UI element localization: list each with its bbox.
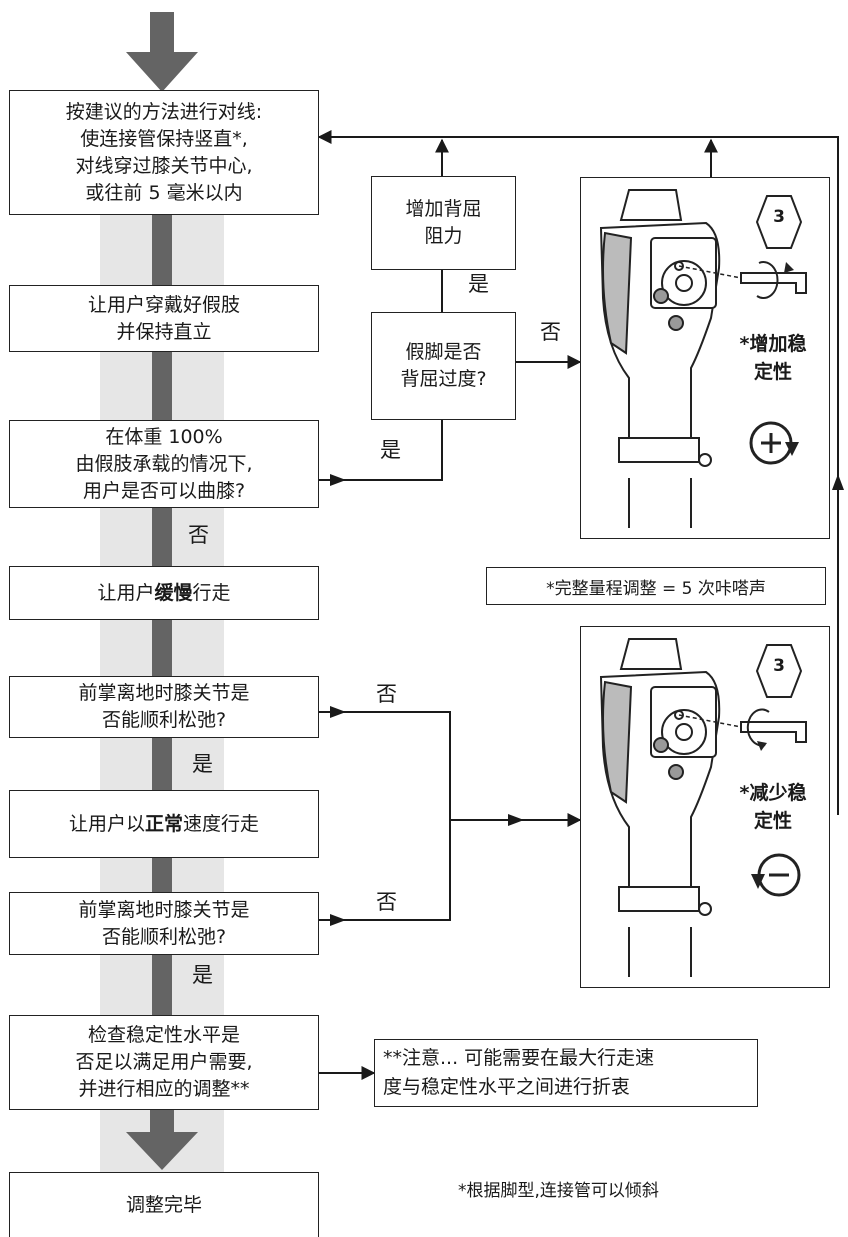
check-line: 否足以满足用户需要, <box>75 1051 253 1073</box>
done-label: 调整完毕 <box>125 1193 202 1216</box>
decrease-label-line: *减少稳 <box>739 782 807 804</box>
stand-line: 让用户穿戴好假肢 <box>87 293 240 316</box>
flex-question: 在体重 100% 由假肢承载的情况下, 用户是否可以曲膝? <box>9 420 319 508</box>
walk-normal-pre: 让用户以 <box>68 812 145 835</box>
dorsi-line: 假脚是否 <box>405 341 482 363</box>
walk-slow-bold: 缓慢 <box>154 581 193 604</box>
align-line: 或往前 5 毫米以内 <box>85 181 243 204</box>
answer-flex-no: 否 <box>188 523 209 547</box>
answer-dorsi-yes: 是 <box>468 272 489 296</box>
decrease-label-line: 定性 <box>753 810 792 832</box>
align-step: 按建议的方法进行对线: 使连接管保持竖直*, 对线穿过膝关节中心, 或往前 5 … <box>9 90 319 215</box>
release2-line: 前掌离地时膝关节是 <box>78 898 250 921</box>
caution-line: **注意... 可能需要在最大行走速 <box>383 1047 655 1069</box>
stand-line: 并保持直立 <box>116 320 212 343</box>
answer-release2-yes: 是 <box>192 963 213 987</box>
align-line: 按建议的方法进行对线: <box>65 100 263 123</box>
spine-segment <box>152 858 172 892</box>
answer-dorsi-no: 否 <box>540 320 561 344</box>
answer-flex-yes: 是 <box>380 438 401 462</box>
walk-slow-step: 让用户缓慢行走 <box>9 566 319 620</box>
check-step: 检查稳定性水平是 否足以满足用户需要, 并进行相应的调整** <box>9 1015 319 1110</box>
increase-label-line: 定性 <box>753 361 792 383</box>
start-arrow <box>126 12 198 92</box>
knee-joint-illustration <box>599 638 807 977</box>
spine-segment <box>152 352 172 420</box>
range-note: *完整量程调整 = 5 次咔嗒声 <box>486 567 826 605</box>
release-question-2: 前掌离地时膝关节是 否能顺利松弛? <box>9 892 319 955</box>
check-line: 检查稳定性水平是 <box>87 1024 240 1046</box>
decrease-stability-panel: 3 *减少稳 定性 <box>580 626 830 988</box>
add-resist-line: 增加背屈 <box>405 198 482 220</box>
flex-line: 由假肢承载的情况下, <box>75 452 253 475</box>
spine-segment <box>152 205 172 285</box>
flex-yes-line <box>319 420 443 481</box>
walk-normal-bold: 正常 <box>144 812 183 835</box>
release1-line: 否能顺利松弛? <box>101 709 227 731</box>
spine-segment <box>152 620 172 676</box>
range-note-text: *完整量程调整 = 5 次咔嗒声 <box>546 578 766 599</box>
walk-slow-post: 行走 <box>192 581 231 604</box>
increase-label: *增加稳 定性 <box>721 330 825 386</box>
knee-joint-illustration <box>599 189 807 528</box>
hex-badge-label: 3 <box>773 207 785 227</box>
caution-note: **注意... 可能需要在最大行走速 度与稳定性水平之间进行折衷 <box>374 1039 758 1107</box>
align-line: 使连接管保持竖直*, <box>80 127 248 150</box>
spine-segment <box>152 738 172 790</box>
align-line: 对线穿过膝关节中心, <box>75 154 253 177</box>
flex-line: 在体重 100% <box>105 425 223 448</box>
done-step: 调整完毕 <box>9 1172 319 1237</box>
add-resistance-box: 增加背屈 阻力 <box>371 176 516 270</box>
spine-segment <box>152 955 172 1015</box>
answer-release2-no: 否 <box>376 890 397 914</box>
caution-line: 度与稳定性水平之间进行折衷 <box>383 1076 631 1098</box>
check-line: 并进行相应的调整** <box>78 1078 250 1100</box>
hex-badge-shape <box>755 644 803 698</box>
footnote: *根据脚型,连接管可以倾斜 <box>458 1181 659 1201</box>
walk-slow-pre: 让用户 <box>97 581 155 604</box>
increase-label-line: *增加稳 <box>739 333 807 355</box>
release1-no-line <box>319 711 451 820</box>
walk-normal-step: 让用户以正常速度行走 <box>9 790 319 858</box>
release2-no-line <box>319 820 451 921</box>
hex-badge-label: 3 <box>773 656 785 676</box>
release2-line: 否能顺利松弛? <box>101 925 227 948</box>
flex-line: 用户是否可以曲膝? <box>82 479 246 502</box>
return-line <box>317 130 839 815</box>
answer-release1-yes: 是 <box>192 752 213 776</box>
decrease-label: *减少稳 定性 <box>721 779 825 835</box>
dorsiflexion-question: 假脚是否 背屈过度? <box>371 312 516 420</box>
spine-segment <box>152 508 172 566</box>
release1-line: 前掌离地时膝关节是 <box>78 682 250 704</box>
increase-stability-panel: 3 *增加稳 定性 <box>580 177 830 539</box>
release-question-1: 前掌离地时膝关节是 否能顺利松弛? <box>9 676 319 738</box>
answer-release1-no: 否 <box>376 682 397 706</box>
add-resist-line: 阻力 <box>424 225 463 247</box>
stand-step: 让用户穿戴好假肢 并保持直立 <box>9 285 319 352</box>
dorsi-line: 背屈过度? <box>400 368 487 390</box>
hex-badge-shape <box>755 195 803 249</box>
walk-normal-post: 速度行走 <box>183 812 260 835</box>
